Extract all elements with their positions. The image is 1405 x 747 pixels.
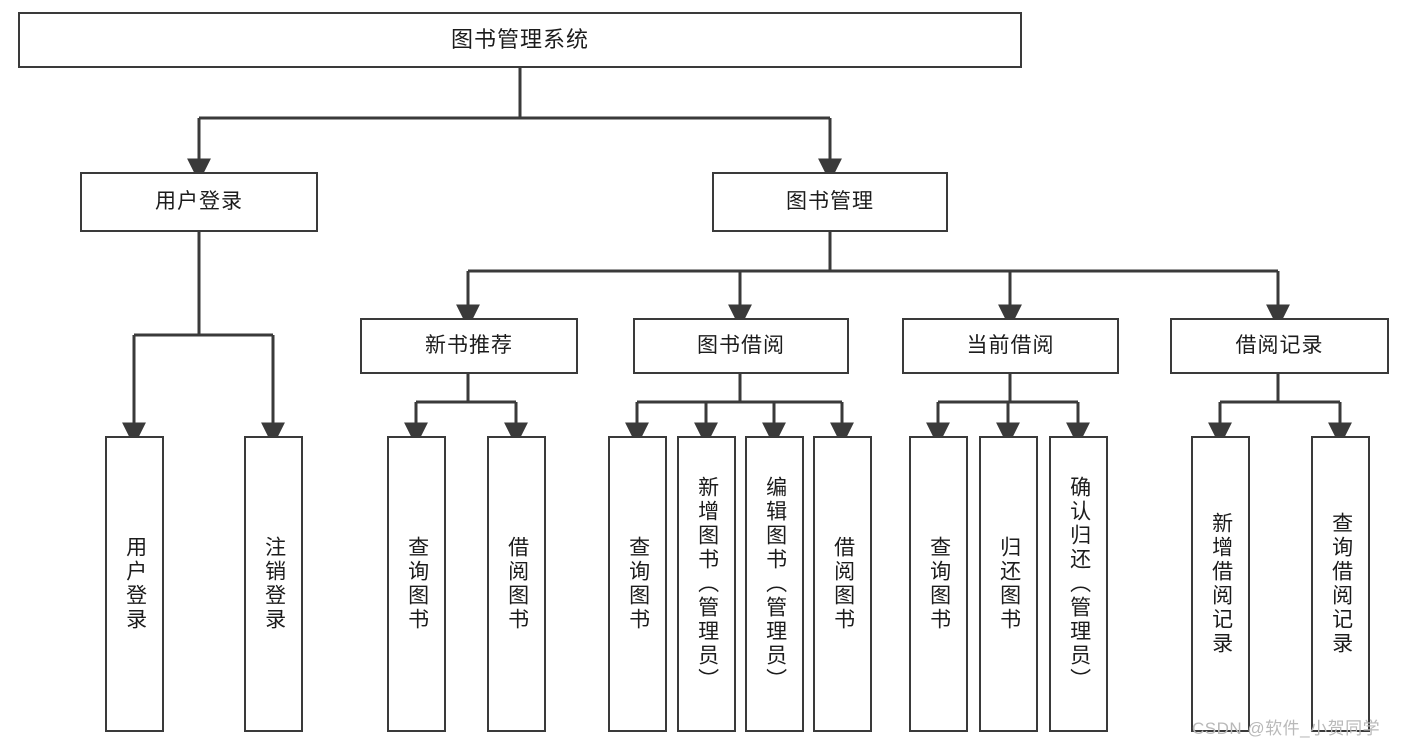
- node-borrow-record-label: 借阅记录: [1235, 334, 1324, 358]
- node-book-borrow-label: 图书借阅: [697, 334, 785, 358]
- watermark: CSDN @软件_小贺同学: [1192, 719, 1381, 738]
- node-leaf-query-book-3[interactable]: 查询图书: [909, 436, 968, 732]
- node-leaf-query-book-2[interactable]: 查询图书: [608, 436, 667, 732]
- node-leaf-user-login[interactable]: 用户登录: [105, 436, 164, 732]
- node-leaf-borrow-book-2-label: 借阅图书: [831, 536, 855, 632]
- node-leaf-user-logout-label: 注销登录: [262, 536, 286, 632]
- node-leaf-confirm-return[interactable]: 确认归还（管理员）: [1049, 436, 1108, 732]
- node-leaf-query-book-1[interactable]: 查询图书: [387, 436, 446, 732]
- node-leaf-confirm-return-label: 确认归还（管理员）: [1067, 476, 1091, 692]
- node-user-login-label: 用户登录: [155, 190, 243, 214]
- node-leaf-query-record-label: 查询借阅记录: [1329, 512, 1353, 656]
- node-new-book-recommend[interactable]: 新书推荐: [360, 318, 578, 374]
- node-current-borrow[interactable]: 当前借阅: [902, 318, 1119, 374]
- node-borrow-record[interactable]: 借阅记录: [1170, 318, 1389, 374]
- node-leaf-add-record[interactable]: 新增借阅记录: [1191, 436, 1250, 732]
- node-leaf-add-record-label: 新增借阅记录: [1209, 512, 1233, 656]
- node-leaf-return-book[interactable]: 归还图书: [979, 436, 1038, 732]
- node-book-management[interactable]: 图书管理: [712, 172, 948, 232]
- node-leaf-user-login-label: 用户登录: [123, 536, 147, 632]
- node-leaf-query-book-1-label: 查询图书: [405, 536, 429, 632]
- node-leaf-query-book-2-label: 查询图书: [626, 536, 650, 632]
- node-leaf-user-logout[interactable]: 注销登录: [244, 436, 303, 732]
- node-leaf-edit-book-label: 编辑图书（管理员）: [763, 476, 787, 692]
- node-book-borrow[interactable]: 图书借阅: [633, 318, 849, 374]
- node-new-book-recommend-label: 新书推荐: [425, 334, 513, 358]
- node-leaf-query-record[interactable]: 查询借阅记录: [1311, 436, 1370, 732]
- node-leaf-borrow-book-2[interactable]: 借阅图书: [813, 436, 872, 732]
- node-root-label: 图书管理系统: [450, 26, 589, 52]
- node-leaf-edit-book[interactable]: 编辑图书（管理员）: [745, 436, 804, 732]
- node-leaf-add-book-label: 新增图书（管理员）: [695, 476, 719, 692]
- node-user-login[interactable]: 用户登录: [80, 172, 318, 232]
- node-current-borrow-label: 当前借阅: [966, 334, 1055, 358]
- node-leaf-query-book-3-label: 查询图书: [927, 536, 951, 632]
- node-book-management-label: 图书管理: [786, 190, 874, 214]
- node-leaf-add-book[interactable]: 新增图书（管理员）: [677, 436, 736, 732]
- node-root[interactable]: 图书管理系统: [18, 12, 1022, 68]
- node-leaf-return-book-label: 归还图书: [997, 536, 1021, 632]
- node-leaf-borrow-book-1[interactable]: 借阅图书: [487, 436, 546, 732]
- node-leaf-borrow-book-1-label: 借阅图书: [505, 536, 529, 632]
